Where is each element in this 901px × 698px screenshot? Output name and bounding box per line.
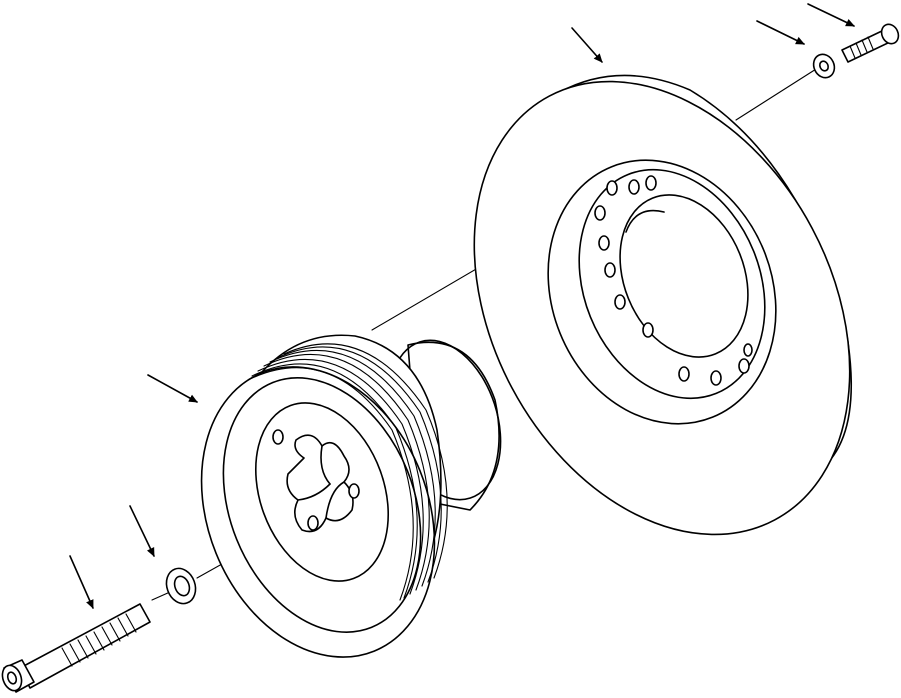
belt-grooves bbox=[247, 343, 448, 601]
callout-arrow-pulley bbox=[147, 374, 198, 403]
callout-arrow-damper bbox=[571, 27, 603, 63]
bolt-threads bbox=[61, 613, 137, 667]
callout-arrow-bolt bbox=[69, 555, 94, 609]
vibration-damper[interactable] bbox=[399, 16, 901, 599]
bolt-washer[interactable] bbox=[162, 564, 201, 607]
callout-arrows bbox=[69, 3, 855, 609]
short-bolt-threads bbox=[849, 36, 874, 59]
callout-arrow-washer bbox=[129, 505, 155, 557]
damper-mounting-bolt[interactable] bbox=[841, 22, 901, 63]
damper-washer[interactable] bbox=[810, 51, 838, 81]
crankshaft-pulley[interactable] bbox=[160, 326, 520, 692]
callout-arrow-short-bolt bbox=[807, 3, 855, 27]
bolt-hole-circle bbox=[594, 175, 753, 386]
pulley-mounting-bolt[interactable] bbox=[0, 603, 151, 693]
callout-arrow-rear-washer bbox=[756, 20, 805, 45]
spline-bore bbox=[286, 434, 354, 533]
